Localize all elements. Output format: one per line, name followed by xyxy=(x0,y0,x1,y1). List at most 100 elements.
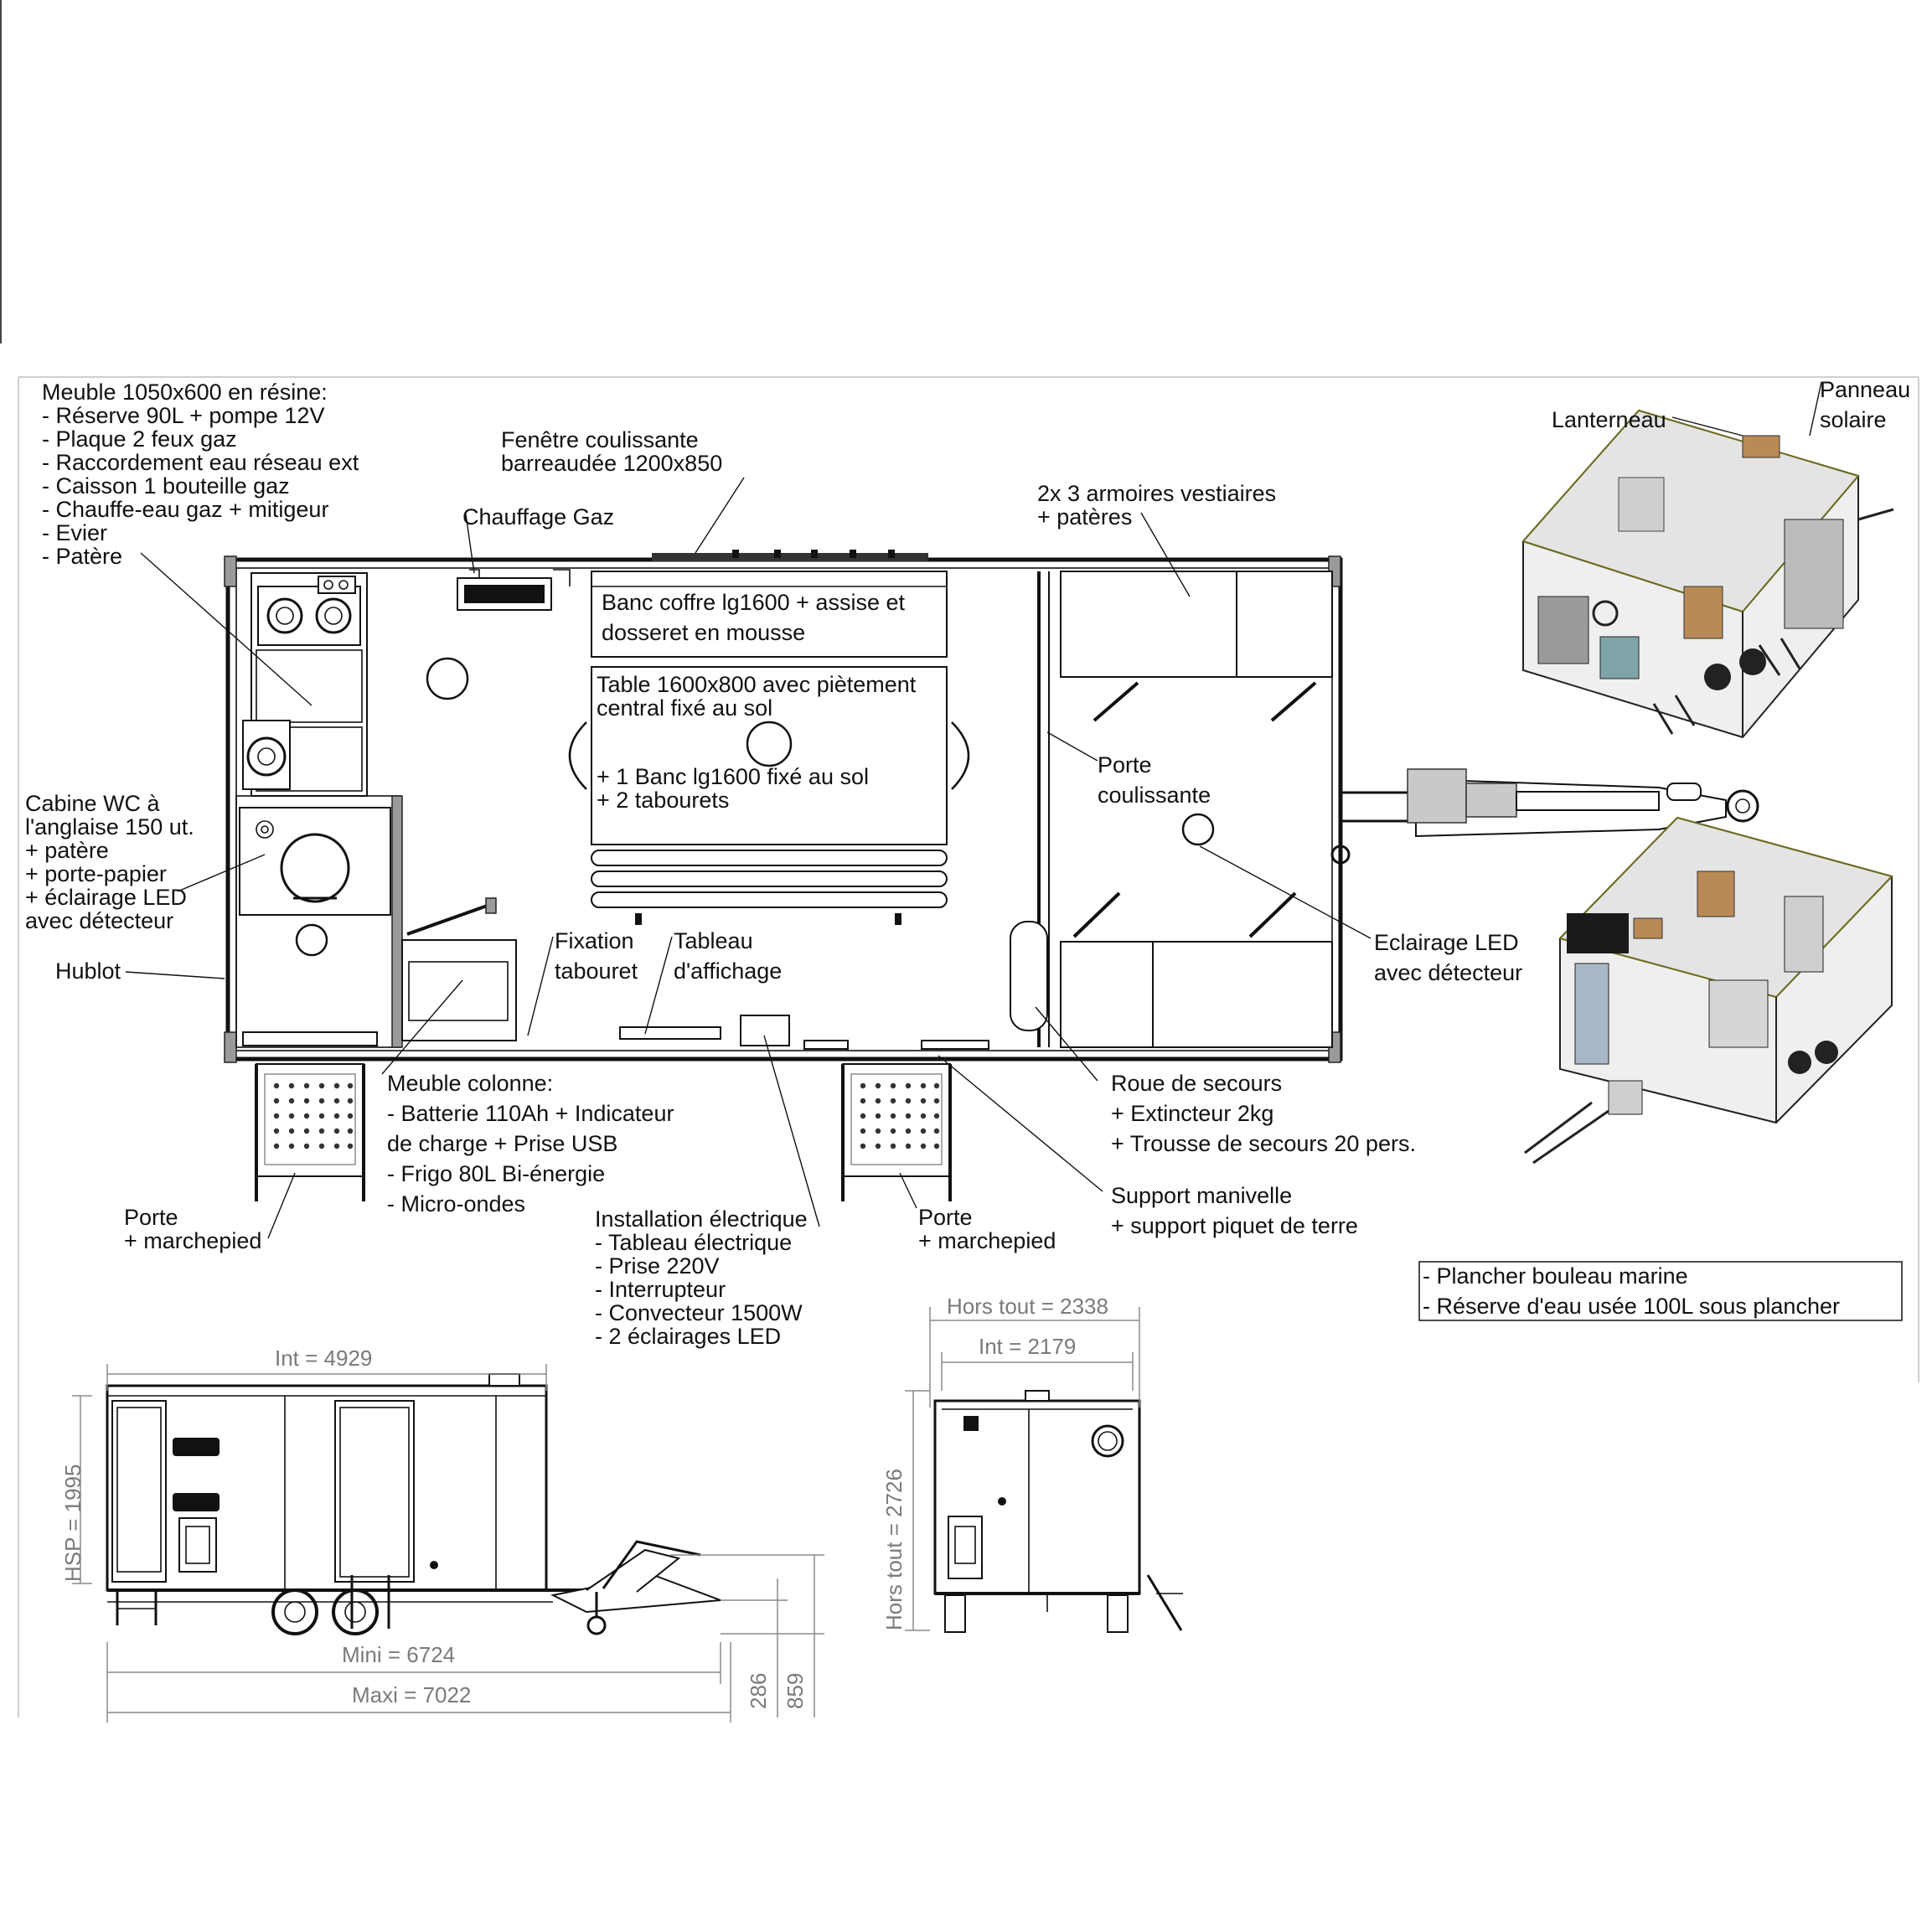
led-label: avec détecteur xyxy=(1374,960,1522,985)
floor-note-box: - Plancher bouleau marine - Réserve d'ea… xyxy=(1418,1261,1903,1321)
dim-286: 286 xyxy=(746,1673,771,1709)
bench-chest xyxy=(591,571,948,658)
kitchen-note-item: - Raccordement eau réseau ext xyxy=(42,450,359,475)
sliding-door-label: Porte xyxy=(1098,752,1152,777)
floor-note: - Réserve d'eau usée 100L sous plancher xyxy=(1423,1294,1840,1319)
side-dimensions xyxy=(72,1364,824,1723)
kitchen-note: Meuble 1050x600 en résine: - Réserve 90L… xyxy=(42,380,359,569)
column-label: - Micro-ondes xyxy=(387,1191,525,1217)
window-label: barreaudée 1200x850 xyxy=(501,451,722,476)
kitchen-note-item: - Plaque 2 feux gaz xyxy=(42,426,237,452)
electrical-label: - 2 éclairages LED xyxy=(595,1324,781,1349)
column-cabinet xyxy=(401,897,517,1041)
table-label: Table 1600x800 avec piètement xyxy=(597,672,917,697)
side-elevation xyxy=(106,1373,721,1635)
crank-label: + support piquet de terre xyxy=(1111,1213,1358,1238)
wc-label: + porte-papier xyxy=(25,861,167,886)
solar-panel-label: solaire xyxy=(1820,407,1887,432)
window-label: Fenêtre coulissante xyxy=(501,427,699,452)
table xyxy=(568,666,970,925)
notice-board-label: d'affichage xyxy=(674,958,782,984)
gas-heater xyxy=(457,569,571,611)
door-right-label: + marchepied xyxy=(918,1228,1056,1253)
column-label: Meuble colonne: xyxy=(387,1071,553,1096)
skylight-label: Lanterneau xyxy=(1552,407,1666,432)
wc-label: + patère xyxy=(25,838,109,863)
wheel-1 xyxy=(271,1588,318,1635)
dim-int-length: Int = 4929 xyxy=(275,1346,372,1371)
spare-label: Roue de secours xyxy=(1111,1071,1282,1096)
table-label: + 2 tabourets xyxy=(597,788,729,813)
led-light xyxy=(1181,813,1215,846)
column-label: de charge + Prise USB xyxy=(387,1131,617,1156)
kitchen-note-item: - Evier xyxy=(42,520,107,545)
column-label: - Batterie 110Ah + Indicateur xyxy=(387,1101,674,1126)
door-right-label: Porte xyxy=(918,1205,973,1230)
lockers-label: + patères xyxy=(1037,504,1132,529)
sliding-door-label: coulissante xyxy=(1098,783,1211,808)
rear-dimensions xyxy=(905,1307,1140,1631)
dim-hsp: HSP = 1995 xyxy=(60,1464,85,1582)
heating-label: Chauffage Gaz xyxy=(462,504,614,529)
dim-int-width: Int = 2179 xyxy=(979,1334,1076,1359)
door-left-label: + marchepied xyxy=(124,1228,261,1253)
electrical-panel xyxy=(740,1015,790,1046)
door-left-label: Porte xyxy=(124,1205,178,1230)
bench-label: dosseret en mousse xyxy=(602,620,805,645)
electrical-label: - Interrupteur xyxy=(595,1277,726,1302)
dim-hors-tout-width: Hors tout = 2338 xyxy=(947,1294,1108,1319)
stool-fix-label: tabouret xyxy=(555,958,638,984)
porthole-label: Hublot xyxy=(55,958,121,984)
electrical-label: - Convecteur 1500W xyxy=(595,1300,803,1325)
spare-label: + Trousse de secours 20 pers. xyxy=(1111,1131,1416,1156)
wc-label: + éclairage LED xyxy=(25,885,187,910)
electrical-label: - Prise 220V xyxy=(595,1253,720,1279)
rear-elevation xyxy=(933,1390,1183,1633)
side-door-left xyxy=(111,1400,167,1583)
column-note: Meuble colonne: - Batterie 110Ah + Indic… xyxy=(387,1071,674,1217)
leader-lines xyxy=(125,381,1822,1239)
bench-label: Banc coffre lg1600 + assise et xyxy=(602,590,905,615)
column-label: - Frigo 80L Bi-énergie xyxy=(387,1161,605,1186)
electrical-note: Installation électrique - Tableau électr… xyxy=(595,1206,808,1349)
electrical-label: Installation électrique xyxy=(595,1206,808,1232)
lockers-label: 2x 3 armoires vestiaires xyxy=(1037,481,1276,506)
crank-label: Support manivelle xyxy=(1111,1183,1292,1208)
kitchen-cabinet xyxy=(242,572,368,797)
iso-view-bottom xyxy=(1524,816,1893,1165)
stool-fix-label: Fixation xyxy=(555,928,634,953)
electrical-label: - Tableau électrique xyxy=(595,1230,792,1255)
notice-board-label: Tableau xyxy=(674,928,753,953)
table-label: + 1 Banc lg1600 fixé au sol xyxy=(597,764,869,789)
floor-plan xyxy=(224,550,1759,1201)
drawbar xyxy=(1330,768,1759,865)
step-left xyxy=(255,1063,365,1201)
floor-note: - Plancher bouleau marine xyxy=(1423,1263,1688,1289)
kitchen-note-item: - Caisson 1 bouteille gaz xyxy=(42,473,290,498)
kitchen-note-item: - Patère xyxy=(42,544,122,569)
wc-label: avec détecteur xyxy=(25,908,173,933)
notice-board xyxy=(619,1026,721,1040)
table-label: central fixé au sol xyxy=(597,695,772,721)
solar-panel-label: Panneau xyxy=(1820,377,1910,402)
dim-mini: Mini = 6724 xyxy=(342,1642,455,1667)
kitchen-note-title: Meuble 1050x600 en résine: xyxy=(42,380,328,405)
spare-wheel xyxy=(1010,921,1048,1031)
wheel-2 xyxy=(332,1588,379,1635)
wc-label: l'anglaise 150 ut. xyxy=(25,814,194,839)
wc-cabin xyxy=(235,795,403,1048)
wc-label: Cabine WC à xyxy=(25,791,161,816)
sliding-window xyxy=(652,550,928,561)
step-right xyxy=(841,1063,952,1201)
wc-note: Cabine WC à l'anglaise 150 ut. + patère … xyxy=(25,791,194,933)
kitchen-note-item: - Chauffe-eau gaz + mitigeur xyxy=(42,497,328,522)
spare-label: + Extincteur 2kg xyxy=(1111,1101,1273,1126)
lockers xyxy=(1060,571,1333,1048)
dim-859: 859 xyxy=(783,1673,808,1709)
led-label: Eclairage LED xyxy=(1374,930,1519,955)
side-door-right xyxy=(334,1400,415,1583)
dim-hors-tout-height: Hors tout = 2726 xyxy=(881,1469,907,1630)
kitchen-note-item: - Réserve 90L + pompe 12V xyxy=(42,403,324,428)
dim-maxi: Maxi = 7022 xyxy=(352,1682,471,1707)
